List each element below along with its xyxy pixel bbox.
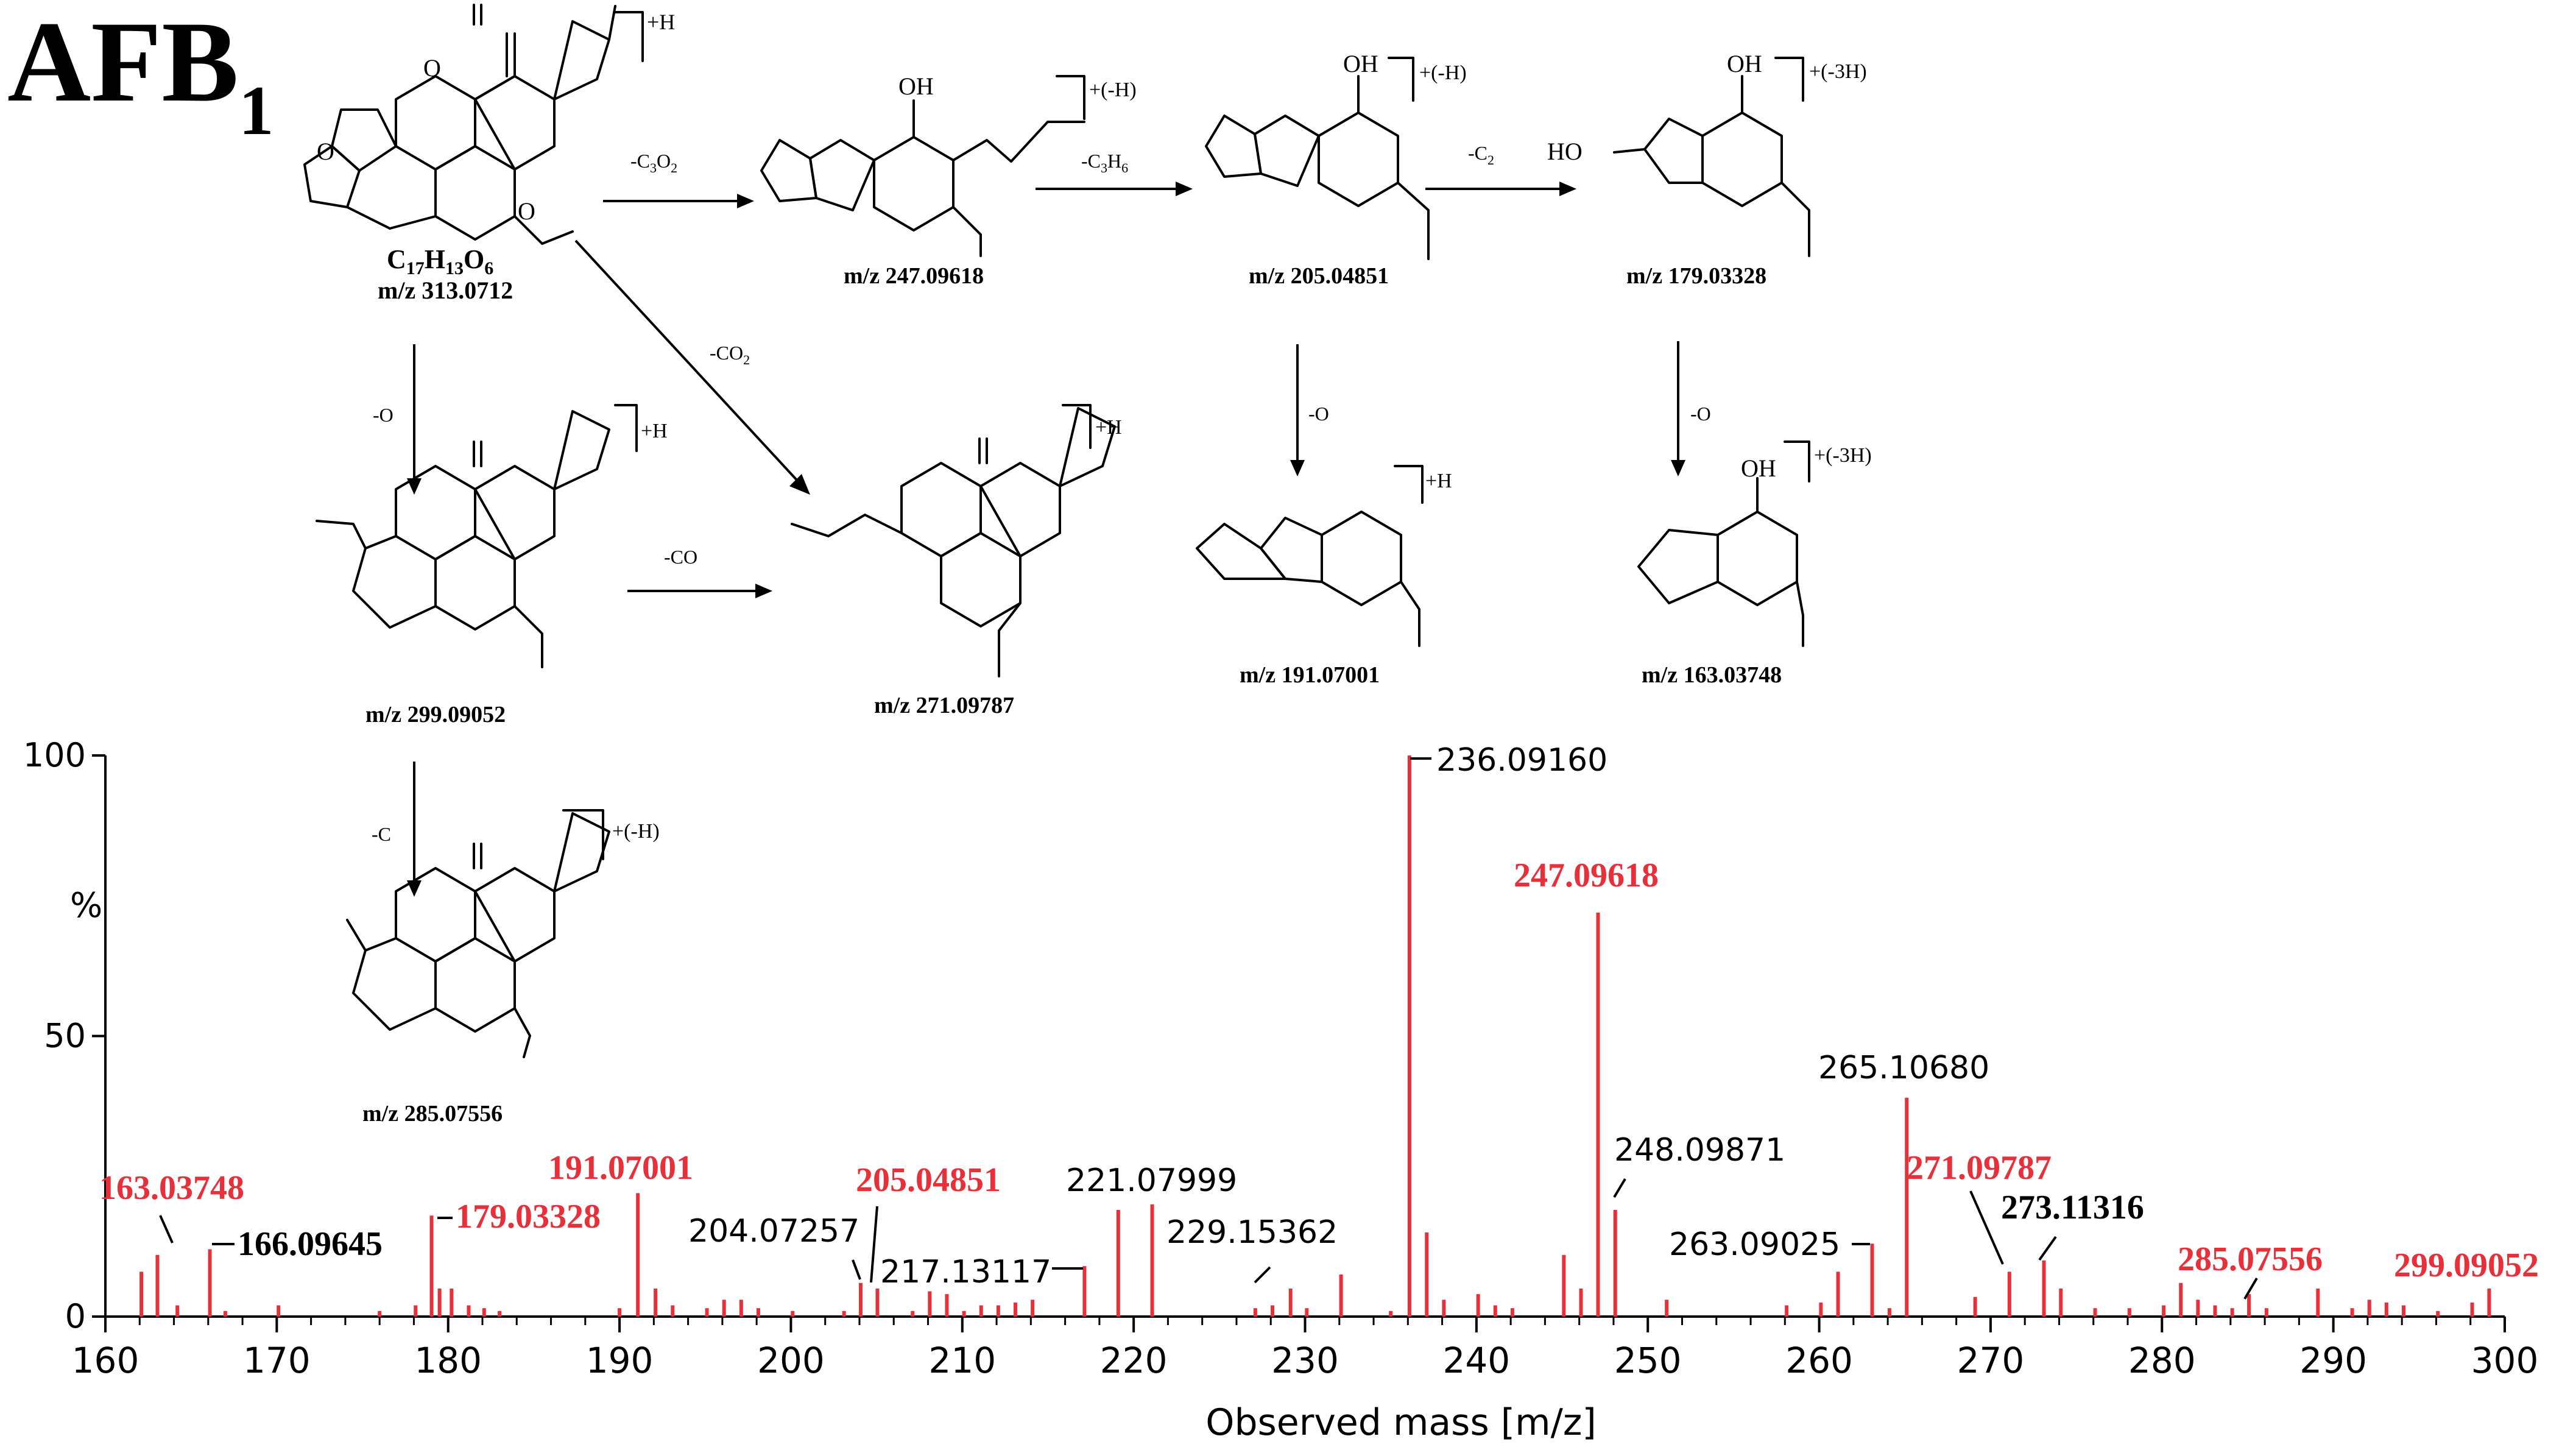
s205-charge: +(-H) (1419, 62, 1467, 84)
annotation-leader (2243, 1277, 2258, 1300)
x-tick-label: 270 (1957, 1340, 2025, 1381)
s179-charge: +(-3H) (1809, 60, 1867, 83)
x-tick-label: 280 (2128, 1340, 2196, 1381)
peak-annotation: 166.09645 (238, 1225, 383, 1263)
annotation-leader (1969, 1190, 2004, 1265)
peak-annotation: 263.09025 (1669, 1226, 1840, 1263)
x-tick-label: 240 (1442, 1340, 1510, 1381)
peak-annotation: 163.03748 (99, 1169, 244, 1207)
loss-o-179: -O (1690, 403, 1711, 425)
x-tick-label: 200 (757, 1340, 825, 1381)
peak-annotation: 273.11316 (2001, 1189, 2144, 1226)
structure-parent: O O O +H C17H13O6 m/z 313.0712 (303, 4, 675, 304)
x-tick-label: 250 (1614, 1340, 1682, 1381)
structure-191: +H m/z 191.07001 (1196, 465, 1452, 688)
annotation-leader (852, 1259, 861, 1280)
y-tick-label: 50 (44, 1017, 86, 1055)
loss-c3o2: -C3O2 (630, 150, 677, 175)
parent-o-furan: O (317, 138, 334, 165)
s285-mz: m/z 285.07556 (362, 1101, 503, 1126)
s299-charge: +H (641, 420, 668, 442)
loss-co: -CO (664, 546, 697, 568)
peak-annotation: 236.09160 (1436, 742, 1607, 779)
annotation-leader (870, 1206, 878, 1283)
s191-mz: m/z 191.07001 (1240, 662, 1380, 688)
s163-charge: +(-3H) (1814, 444, 1872, 467)
peak-annotation: 191.07001 (548, 1149, 693, 1187)
s247-oh: OH (898, 72, 934, 100)
x-tick-label: 160 (72, 1340, 139, 1381)
parent-charge: +H (647, 10, 675, 34)
loss-c2: -C2 (1468, 142, 1494, 168)
y-tick-label: 0 (65, 1297, 86, 1335)
s163-oh: OH (1741, 454, 1776, 482)
structure-285: +(-H) m/z 285.07556 (346, 809, 660, 1126)
x-tick-label: 220 (1100, 1340, 1168, 1381)
parent-mz: m/z 313.0712 (378, 277, 513, 304)
annotation-leader (2038, 1236, 2057, 1261)
loss-o-205: -O (1308, 403, 1329, 425)
x-axis-label: Observed mass [m/z] (1205, 1401, 1597, 1444)
annotation-leader (159, 1215, 174, 1243)
parent-o-lactone: O (423, 54, 441, 82)
peak-annotation: 247.09618 (1514, 857, 1659, 894)
x-tick-label: 210 (928, 1340, 996, 1381)
s247-charge: +(-H) (1089, 79, 1137, 101)
structure-205: OH +(-H) m/z 205.04851 (1205, 50, 1467, 289)
annotation-leader (1613, 1178, 1626, 1198)
s205-oh: OH (1343, 50, 1378, 77)
loss-o-parent: -O (373, 404, 393, 426)
s205-mz: m/z 205.04851 (1249, 263, 1389, 289)
x-tick-label: 260 (1785, 1340, 1853, 1381)
s163-mz: m/z 163.03748 (1642, 662, 1782, 688)
loss-c3h6: -C3H6 (1081, 150, 1128, 175)
peak-annotation: 299.09052 (2394, 1247, 2539, 1284)
structure-271: +H m/z 271.09787 (791, 404, 1122, 718)
structure-299: +H m/z 299.09052 (316, 404, 668, 727)
peak-annotation: 204.07257 (688, 1213, 859, 1250)
chart-peaks (139, 755, 2491, 1317)
structure-179: OH HO +(-3H) m/z 179.03328 (1547, 50, 1867, 289)
peak-annotation: 271.09787 (1907, 1149, 2052, 1187)
s179-ho: HO (1547, 138, 1583, 165)
loss-co2: -CO2 (710, 342, 750, 367)
s191-charge: +H (1425, 470, 1452, 492)
x-tick-label: 290 (2299, 1340, 2367, 1381)
s179-mz: m/z 179.03328 (1626, 263, 1766, 289)
peak-annotation: 229.15362 (1166, 1214, 1338, 1251)
peak-annotation: 179.03328 (456, 1198, 601, 1236)
s285-charge: +(-H) (612, 820, 660, 843)
chart-annotations: 163.03748 166.09645 179.03328 191.07001 204.… (99, 742, 2539, 1300)
s271-mz: m/z 271.09787 (874, 693, 1014, 718)
s179-oh: OH (1727, 50, 1762, 77)
peak-annotation: 205.04851 (856, 1161, 1001, 1199)
peak-annotation: 265.10680 (1818, 1050, 1989, 1086)
structure-247: OH +(-H) m/z 247.09618 (760, 72, 1137, 289)
mass-spectrum-chart: 0 50 100 160 170 180 190 200 210 220 230 240 250 260 2… (23, 736, 2539, 1444)
x-tick-label: 230 (1271, 1340, 1339, 1381)
peak-annotation: 248.09871 (1614, 1132, 1785, 1169)
chart-axes: 0 50 100 160 170 180 190 200 210 220 230 240 250 260 2… (23, 736, 2538, 1381)
y-tick-label: 100 (23, 736, 86, 774)
annotation-leader (1254, 1266, 1271, 1284)
reaction-arrows (407, 182, 1685, 897)
peak-annotation: 285.07556 (2178, 1240, 2323, 1278)
s271-charge: +H (1095, 416, 1122, 439)
y-axis-label: % (70, 886, 102, 925)
s299-mz: m/z 299.09052 (365, 702, 506, 727)
s247-mz: m/z 247.09618 (844, 263, 984, 289)
parent-o-methoxy: O (518, 197, 535, 225)
x-tick-label: 300 (2471, 1340, 2539, 1381)
figure-title: AFB1 (7, 0, 274, 149)
x-tick-label: 190 (586, 1340, 654, 1381)
parent-formula: C17H13O6 (387, 244, 493, 278)
peak-annotation: 221.07999 (1066, 1162, 1237, 1199)
structure-163: OH +(-3H) m/z 163.03748 (1637, 440, 1872, 688)
loss-c: -C (372, 823, 391, 845)
x-tick-label: 170 (243, 1340, 311, 1381)
peak-annotation: 217.13117 (880, 1254, 1051, 1290)
x-tick-label: 180 (414, 1340, 482, 1381)
